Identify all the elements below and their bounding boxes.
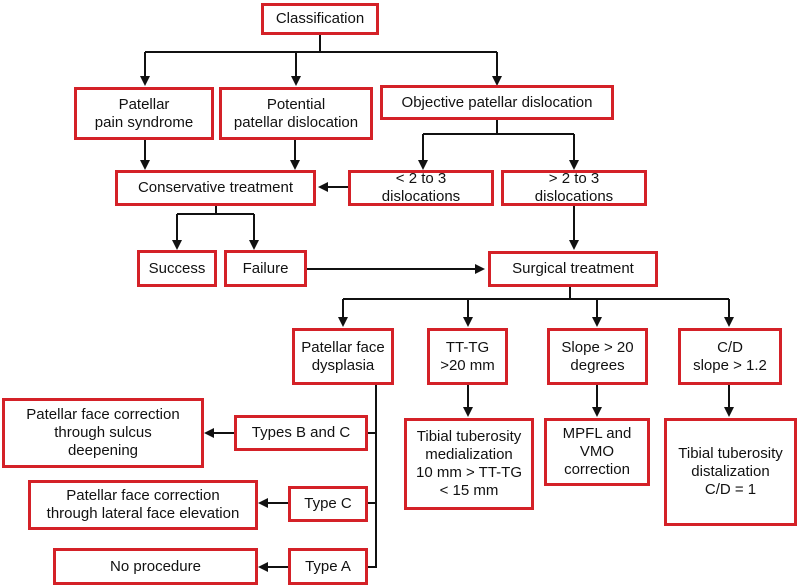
node-patellar-pain-syndrome: Patellar pain syndrome	[74, 87, 214, 140]
node-mpfl-vmo-correction: MPFL and VMO correction	[544, 418, 650, 486]
node-no-procedure: No procedure	[53, 548, 258, 585]
node-type-a: Type A	[288, 548, 368, 585]
node-tibial-tuberosity-distalization: Tibial tuberosity distalization C/D = 1	[664, 418, 797, 526]
node-patellar-face-dysplasia: Patellar face dysplasia	[292, 328, 394, 385]
node-less-than-dislocations: < 2 to 3 dislocations	[348, 170, 494, 206]
node-surgical-treatment: Surgical treatment	[488, 251, 658, 287]
node-lateral-face-elevation: Patellar face correction through lateral…	[28, 480, 258, 530]
node-cd-slope: C/D slope > 1.2	[678, 328, 782, 385]
node-tibial-tuberosity-medialization: Tibial tuberosity medialization 10 mm > …	[404, 418, 534, 510]
node-conservative-treatment: Conservative treatment	[115, 170, 316, 206]
node-types-b-and-c: Types B and C	[234, 415, 368, 451]
node-tt-tg: TT-TG >20 mm	[427, 328, 508, 385]
node-success: Success	[137, 250, 217, 287]
node-sulcus-deepening: Patellar face correction through sulcus …	[2, 398, 204, 468]
node-classification: Classification	[261, 3, 379, 35]
node-slope-degrees: Slope > 20 degrees	[547, 328, 648, 385]
node-objective-patellar-dislocation: Objective patellar dislocation	[380, 85, 614, 120]
node-type-c: Type C	[288, 486, 368, 522]
node-more-than-dislocations: > 2 to 3 dislocations	[501, 170, 647, 206]
node-failure: Failure	[224, 250, 307, 287]
node-potential-patellar-dislocation: Potential patellar dislocation	[219, 87, 373, 140]
